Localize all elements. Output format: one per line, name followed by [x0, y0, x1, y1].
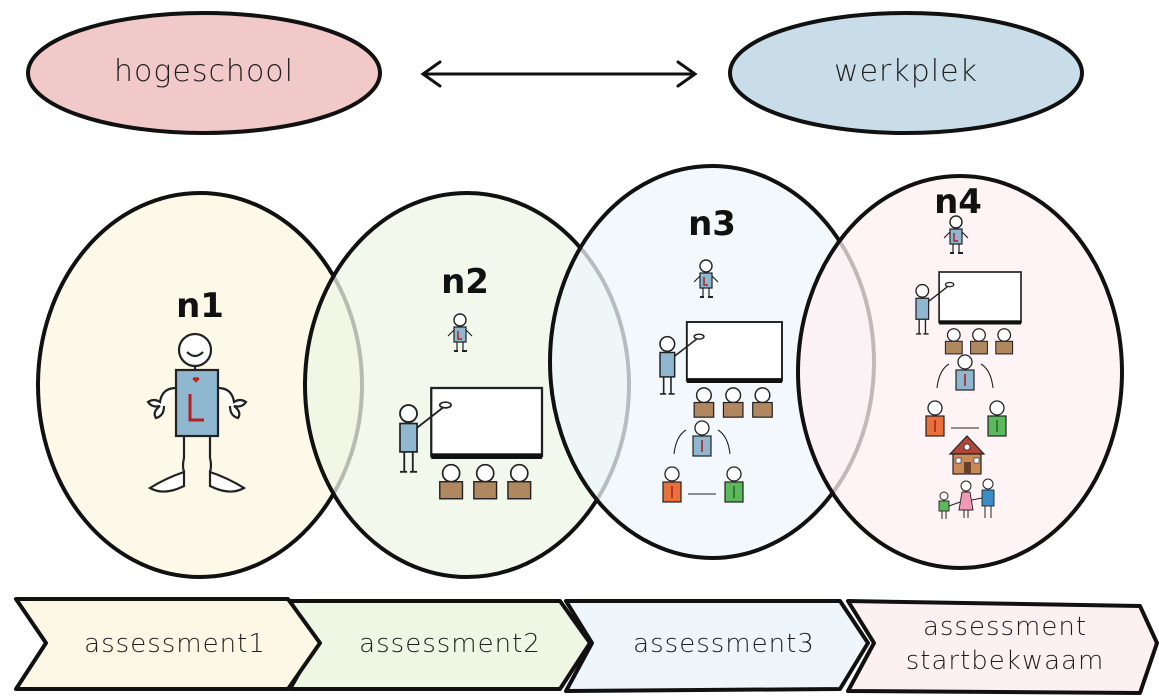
level-label-n3: n3 [688, 204, 736, 244]
assessment-label-4-line1: assessment [922, 612, 1088, 642]
assessment-label-3: assessment3 [633, 629, 815, 659]
double-arrow-icon [420, 60, 698, 88]
assessment-label-4-line2: startbekwaam [905, 646, 1105, 676]
teacher-figure-icon [146, 332, 248, 493]
werkplek-ellipse [728, 11, 1084, 135]
level-label-n2: n2 [441, 262, 489, 302]
assessment-arrow-4 [846, 599, 1159, 695]
assessment-arrow-1 [14, 597, 322, 691]
level-label-n4: n4 [934, 182, 982, 222]
level-label-n1: n1 [176, 286, 224, 326]
werkplek-label: werkplek [834, 54, 978, 89]
assessment-label-2: assessment2 [359, 629, 541, 659]
assessment-label-1: assessment1 [84, 629, 266, 659]
hogeschool-label: hogeschool [113, 54, 294, 89]
hogeschool-ellipse [26, 11, 382, 135]
